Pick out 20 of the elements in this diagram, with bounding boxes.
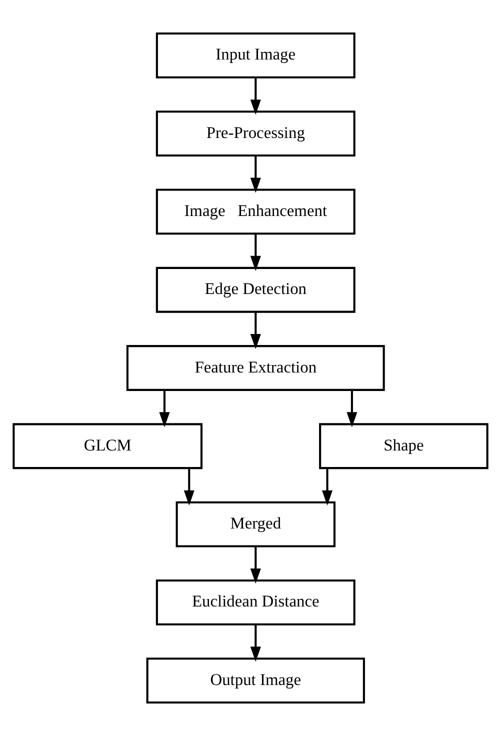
node-box: Edge Detection (156, 266, 356, 313)
arrow (250, 156, 261, 193)
node-box: Image Enhancement (156, 188, 356, 235)
arrow (250, 78, 261, 115)
node-box: Output Image (146, 658, 365, 704)
arrow (250, 234, 261, 271)
arrow (250, 312, 261, 350)
node-box: Merged (176, 501, 336, 548)
node-box: Pre-Processing (156, 110, 356, 157)
arrow (346, 390, 358, 428)
node-box: Shape (319, 423, 488, 470)
node-box: Feature Extraction (126, 345, 385, 391)
arrow (159, 390, 170, 428)
arrow (322, 468, 333, 506)
arrow (250, 546, 261, 584)
arrow (184, 468, 194, 506)
arrow (250, 624, 261, 662)
node-box: Input Image (156, 32, 356, 78)
node-box: GLCM (12, 423, 203, 470)
node-box: Euclidean Distance (156, 579, 356, 626)
